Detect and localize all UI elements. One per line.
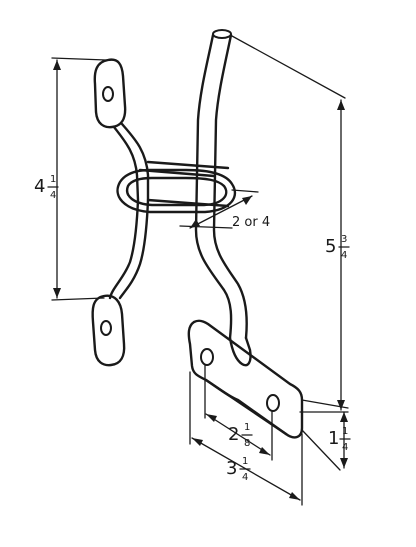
ring-loop [116,168,237,214]
dim-left-height-num: 1 [50,174,56,185]
plate-hole-left [200,348,214,366]
dim-gap-line [189,195,253,229]
dim-plate-width-den: 4 [342,442,348,453]
dim-hole-spacing-num: 1 [244,422,250,433]
dim-plate-length-num: 1 [242,456,248,467]
hook-rod-left [194,33,233,340]
dim-left-height-whole: 4 [34,176,45,197]
left-bottom-hole [100,320,112,336]
dim-hole-spacing-line [205,413,271,456]
plate-hole-right [266,394,280,412]
base-plate-edge [204,378,288,436]
dim-overall-height-den: 4 [341,250,347,261]
dim-label-overall-height: 5 3 4 [325,234,350,261]
hook-rod-right [212,33,248,340]
ring-outer [116,168,237,214]
dim-overall-height-whole: 5 [325,236,336,257]
dim-label-plate-width: 1 1 4 [328,426,351,453]
right-hook [187,29,304,439]
dim-gap-label: 2 or 4 [232,215,270,230]
rod-cut-end [212,29,232,39]
dim-label-hole-spacing: 2 1 8 [228,422,253,449]
dim-hole-spacing-whole: 2 [228,424,239,445]
left-top-hole [102,86,114,102]
dim-plate-length-whole: 3 [226,458,237,479]
dim-hole-spacing-den: 8 [244,438,250,449]
left-rod-inner [118,122,150,300]
ring-inner [125,176,228,207]
dimension-lines [51,35,349,506]
dim-label-left-height: 4 1 4 [34,174,59,201]
dim-left-height-den: 4 [50,190,56,201]
dim-plate-width-whole: 1 [328,428,339,449]
dim-plate-width-num: 1 [342,426,348,437]
rod-weld [228,336,252,367]
dim-plate-length-den: 4 [242,472,248,483]
left-staple [91,58,230,367]
left-rod-outer [108,125,140,300]
dim-label-plate-length: 3 1 4 [226,456,251,483]
dim-overall-height-num: 3 [341,234,347,245]
